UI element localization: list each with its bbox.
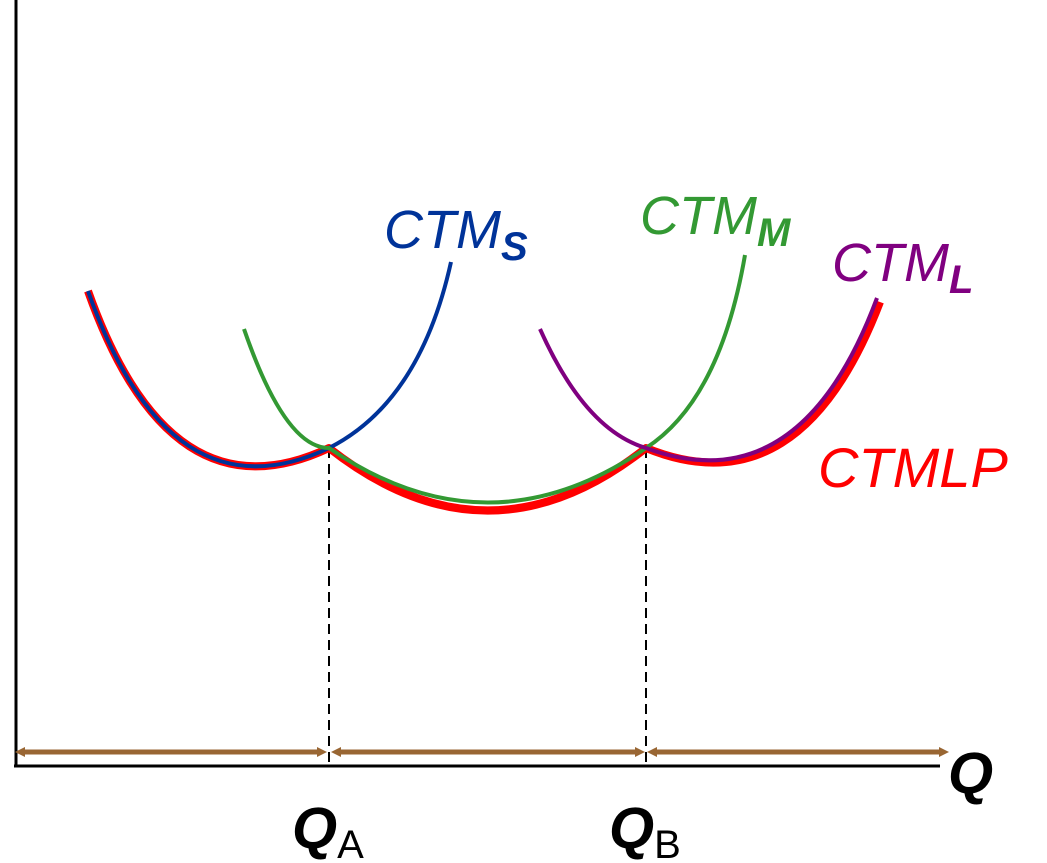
ctm-m-curve bbox=[242, 254, 747, 505]
x-axis-label: Q bbox=[948, 741, 993, 806]
ctm-l-label: CTML bbox=[832, 233, 973, 302]
threshold-label-b: QB bbox=[609, 796, 681, 863]
threshold-label-a: QA bbox=[292, 796, 364, 863]
ctmlp-label: CTMLP bbox=[818, 436, 1008, 499]
ctm-m-label: CTMM bbox=[640, 186, 792, 255]
ctm-l-curve bbox=[538, 297, 879, 463]
ctm-s-curve bbox=[86, 261, 453, 469]
ctmlp-curve bbox=[84, 289, 884, 515]
ctm-s-label: CTMS bbox=[384, 200, 528, 269]
